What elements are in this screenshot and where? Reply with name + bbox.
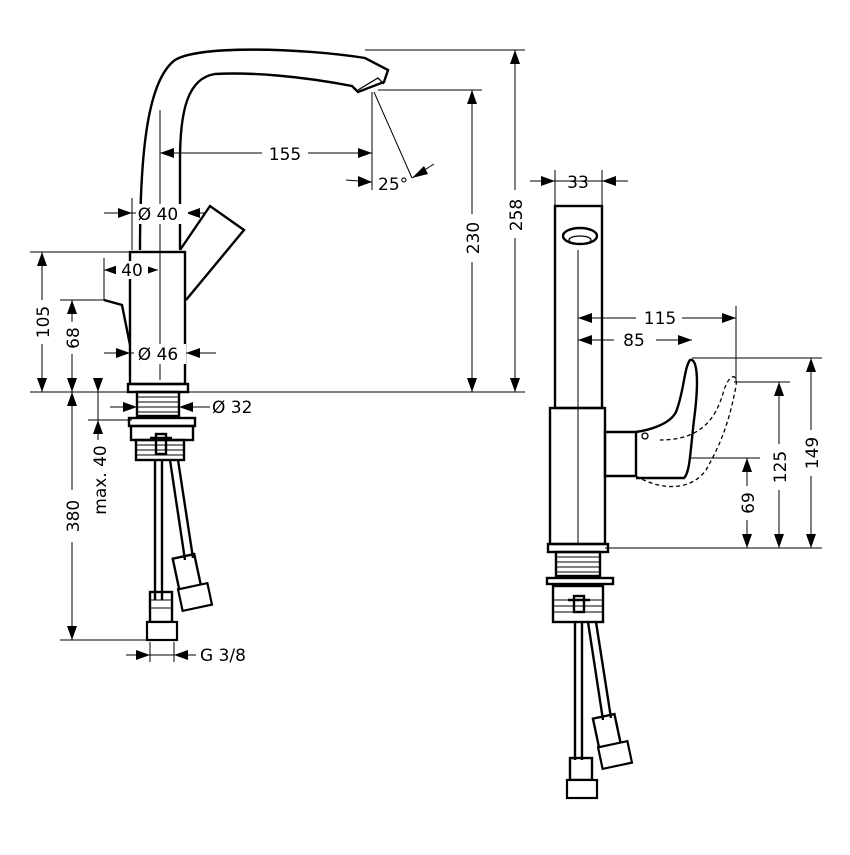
dim-top-diameter: Ø 40	[138, 205, 178, 225]
dim-lever-125: 125	[771, 451, 791, 483]
dim-spout-reach: 155	[269, 145, 301, 165]
dim-spout-angle: 25°	[378, 175, 408, 195]
spout-outline	[138, 48, 390, 251]
dim-max-thickness: max. 40	[91, 445, 111, 514]
dim-spout-height: 230	[464, 222, 484, 254]
dim-base-diameter: Ø 46	[138, 345, 178, 365]
dim-shank-diameter: Ø 32	[212, 398, 252, 418]
dim-body-width: 40	[121, 261, 143, 281]
lever-front	[179, 204, 246, 301]
dim-side-reach-total: 115	[644, 309, 676, 329]
dim-lever-149: 149	[803, 437, 823, 469]
dim-lever-69: 69	[739, 492, 759, 514]
dim-spout-width: 33	[567, 173, 589, 193]
dimensions	[30, 49, 822, 662]
dim-handle-height: 68	[64, 327, 84, 349]
lever-side	[603, 430, 638, 478]
dimension-labels: 155 25° 258 230 Ø 40 40 105 68 Ø 46 Ø 32…	[33, 142, 823, 666]
dim-connection: G 3/8	[200, 646, 246, 666]
dim-body-height: 105	[34, 306, 54, 338]
side-view	[545, 204, 737, 800]
dim-side-reach-handle: 85	[623, 331, 645, 351]
dim-total-height: 258	[507, 199, 527, 231]
dim-hose-length: 380	[64, 500, 84, 532]
